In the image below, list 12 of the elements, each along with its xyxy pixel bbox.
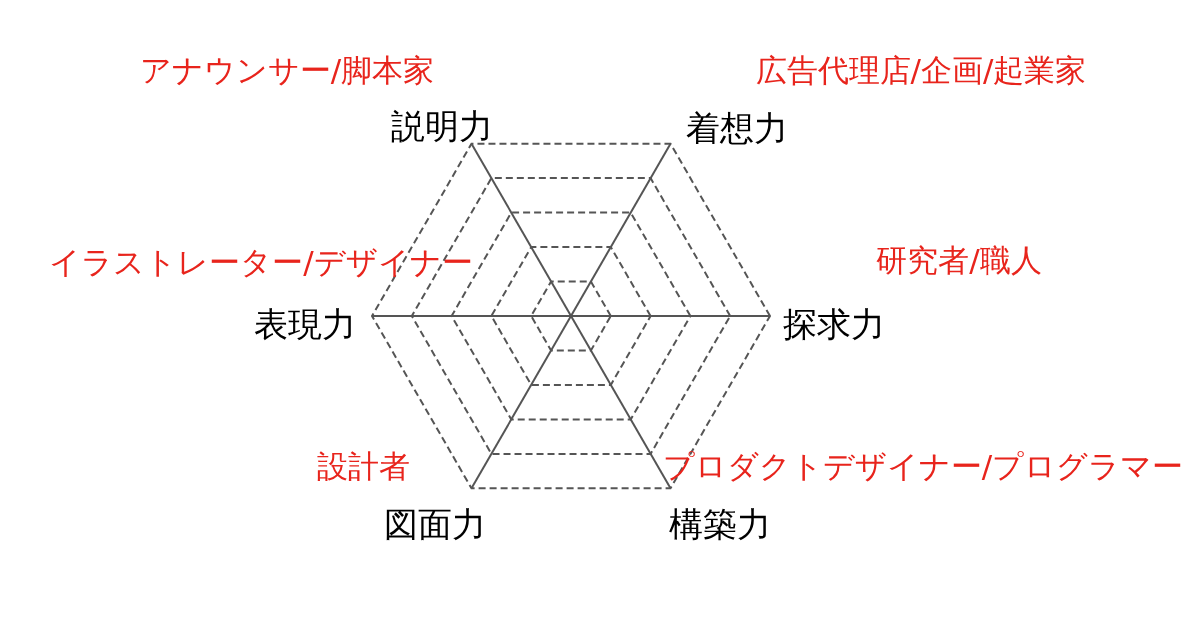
axis-label: 図面力 (384, 507, 486, 541)
occupation-label: 設計者 (316, 450, 410, 482)
axis-label: 説明力 (391, 109, 493, 143)
occupation-label: 研究者/職人 (876, 244, 1042, 276)
axis-label: 探求力 (783, 307, 885, 341)
occupation-label: イラストレーター/デザイナー (49, 246, 473, 278)
axis-label: 着想力 (686, 111, 788, 145)
occupation-label: 広告代理店/企画/起業家 (755, 54, 1087, 86)
occupation-label: アナウンサー/脚本家 (139, 54, 435, 86)
axis-label: 構築力 (669, 507, 771, 541)
axis-label: 表現力 (254, 307, 356, 341)
occupation-label: プロダクトデザイナー/プログラマー (662, 450, 1184, 482)
